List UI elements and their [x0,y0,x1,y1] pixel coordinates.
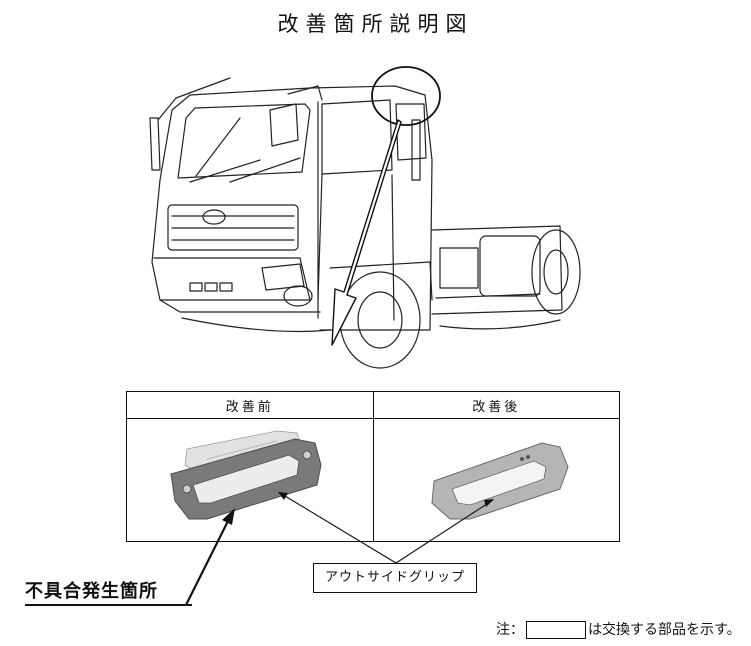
comparison-table: 改善前 改善後 [126,391,620,542]
after-cell [372,418,620,542]
legend-note: 注： は交換する部品を示す。 [496,619,741,639]
note-prefix: 注： [496,622,524,638]
after-header: 改善後 [372,391,620,419]
before-cell [126,418,374,542]
truck-illustration [149,66,581,369]
before-header: 改善前 [126,391,374,419]
note-suffix: は交換する部品を示す。 [588,622,741,638]
defect-location-label: 不具合発生箇所 [25,581,158,602]
before-grip-image [170,430,322,520]
page-title: 改善箇所説明図 [277,12,474,36]
outside-grip-callout: アウトサイドグリップ [313,563,477,593]
highlight-circle [371,66,441,126]
legend-box [526,621,586,639]
after-grip-image [430,442,569,520]
